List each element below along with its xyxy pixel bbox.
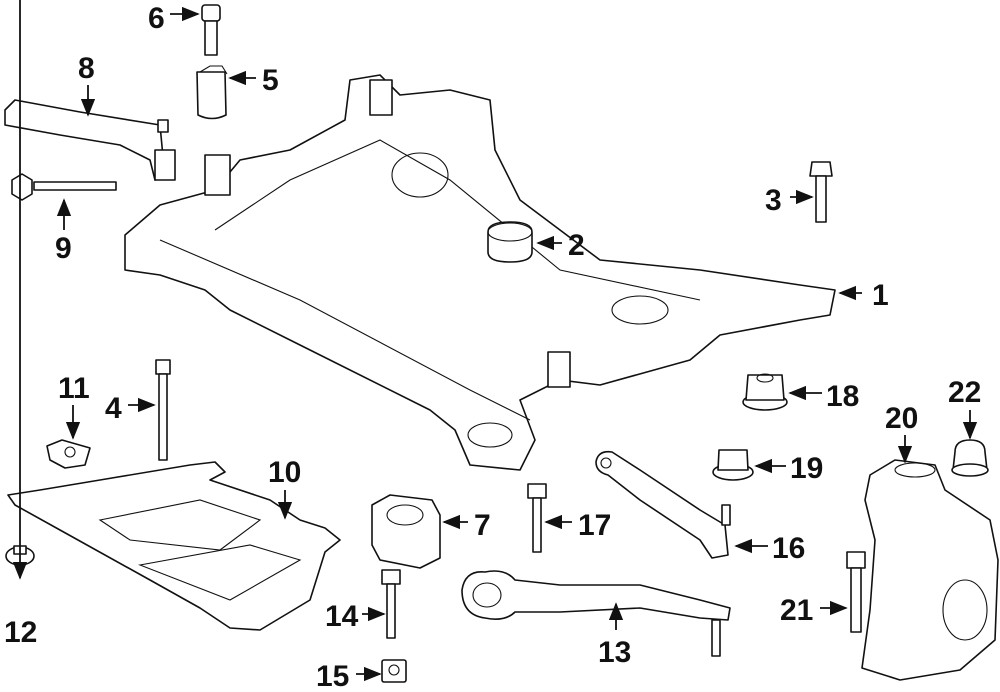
tension-strut-part[interactable] [595, 450, 731, 559]
callout-16: 16 [772, 532, 805, 565]
callout-labels: 1 2 3 4 5 6 7 8 9 10 11 12 13 14 15 16 1… [4, 2, 981, 692]
bushing-mount-part[interactable] [371, 494, 441, 569]
callout-12: 12 [4, 616, 37, 649]
callout-18: 18 [826, 380, 859, 413]
callout-1: 1 [872, 279, 889, 312]
bolt-14-part[interactable] [381, 569, 401, 639]
callout-7: 7 [474, 509, 491, 542]
flange-nut-18-part[interactable] [742, 373, 788, 411]
callout-17: 17 [578, 509, 611, 542]
bolt-3-part[interactable] [809, 161, 833, 223]
sleeve-part[interactable] [196, 65, 228, 120]
callout-10: 10 [268, 456, 301, 489]
bolt-21-part[interactable] [846, 551, 866, 633]
nut-22-part[interactable] [951, 439, 989, 477]
bushing-part[interactable] [487, 221, 533, 263]
lower-control-arm-part[interactable] [461, 570, 731, 657]
callout-5: 5 [262, 64, 279, 97]
long-bolt-part[interactable] [155, 359, 171, 461]
callout-3: 3 [765, 184, 782, 217]
bolt-17-part[interactable] [527, 483, 547, 553]
callout-22: 22 [948, 376, 981, 409]
callout-4: 4 [105, 392, 122, 425]
flange-nut-19-part[interactable] [712, 449, 754, 481]
callout-9: 9 [55, 232, 72, 265]
callout-2: 2 [568, 229, 585, 262]
bolt-6-part[interactable] [201, 4, 221, 56]
callout-8: 8 [78, 52, 95, 85]
clip-nut-part[interactable] [46, 439, 91, 469]
crossmember-part[interactable] [124, 74, 836, 471]
callout-11: 11 [58, 372, 90, 405]
callout-14: 14 [325, 600, 359, 633]
splash-shield-part[interactable] [7, 461, 341, 631]
callout-6: 6 [148, 2, 165, 35]
callout-21: 21 [780, 594, 813, 627]
nut-15-part[interactable] [381, 659, 407, 683]
steering-knuckle-part[interactable] [861, 459, 999, 681]
flange-bolt-part[interactable] [11, 173, 117, 201]
support-arm-part[interactable] [4, 99, 176, 181]
callout-20: 20 [885, 402, 918, 435]
callout-arrows [12, 0, 978, 682]
callout-13: 13 [598, 636, 631, 669]
callout-19: 19 [790, 452, 823, 485]
callout-15: 15 [316, 660, 349, 692]
